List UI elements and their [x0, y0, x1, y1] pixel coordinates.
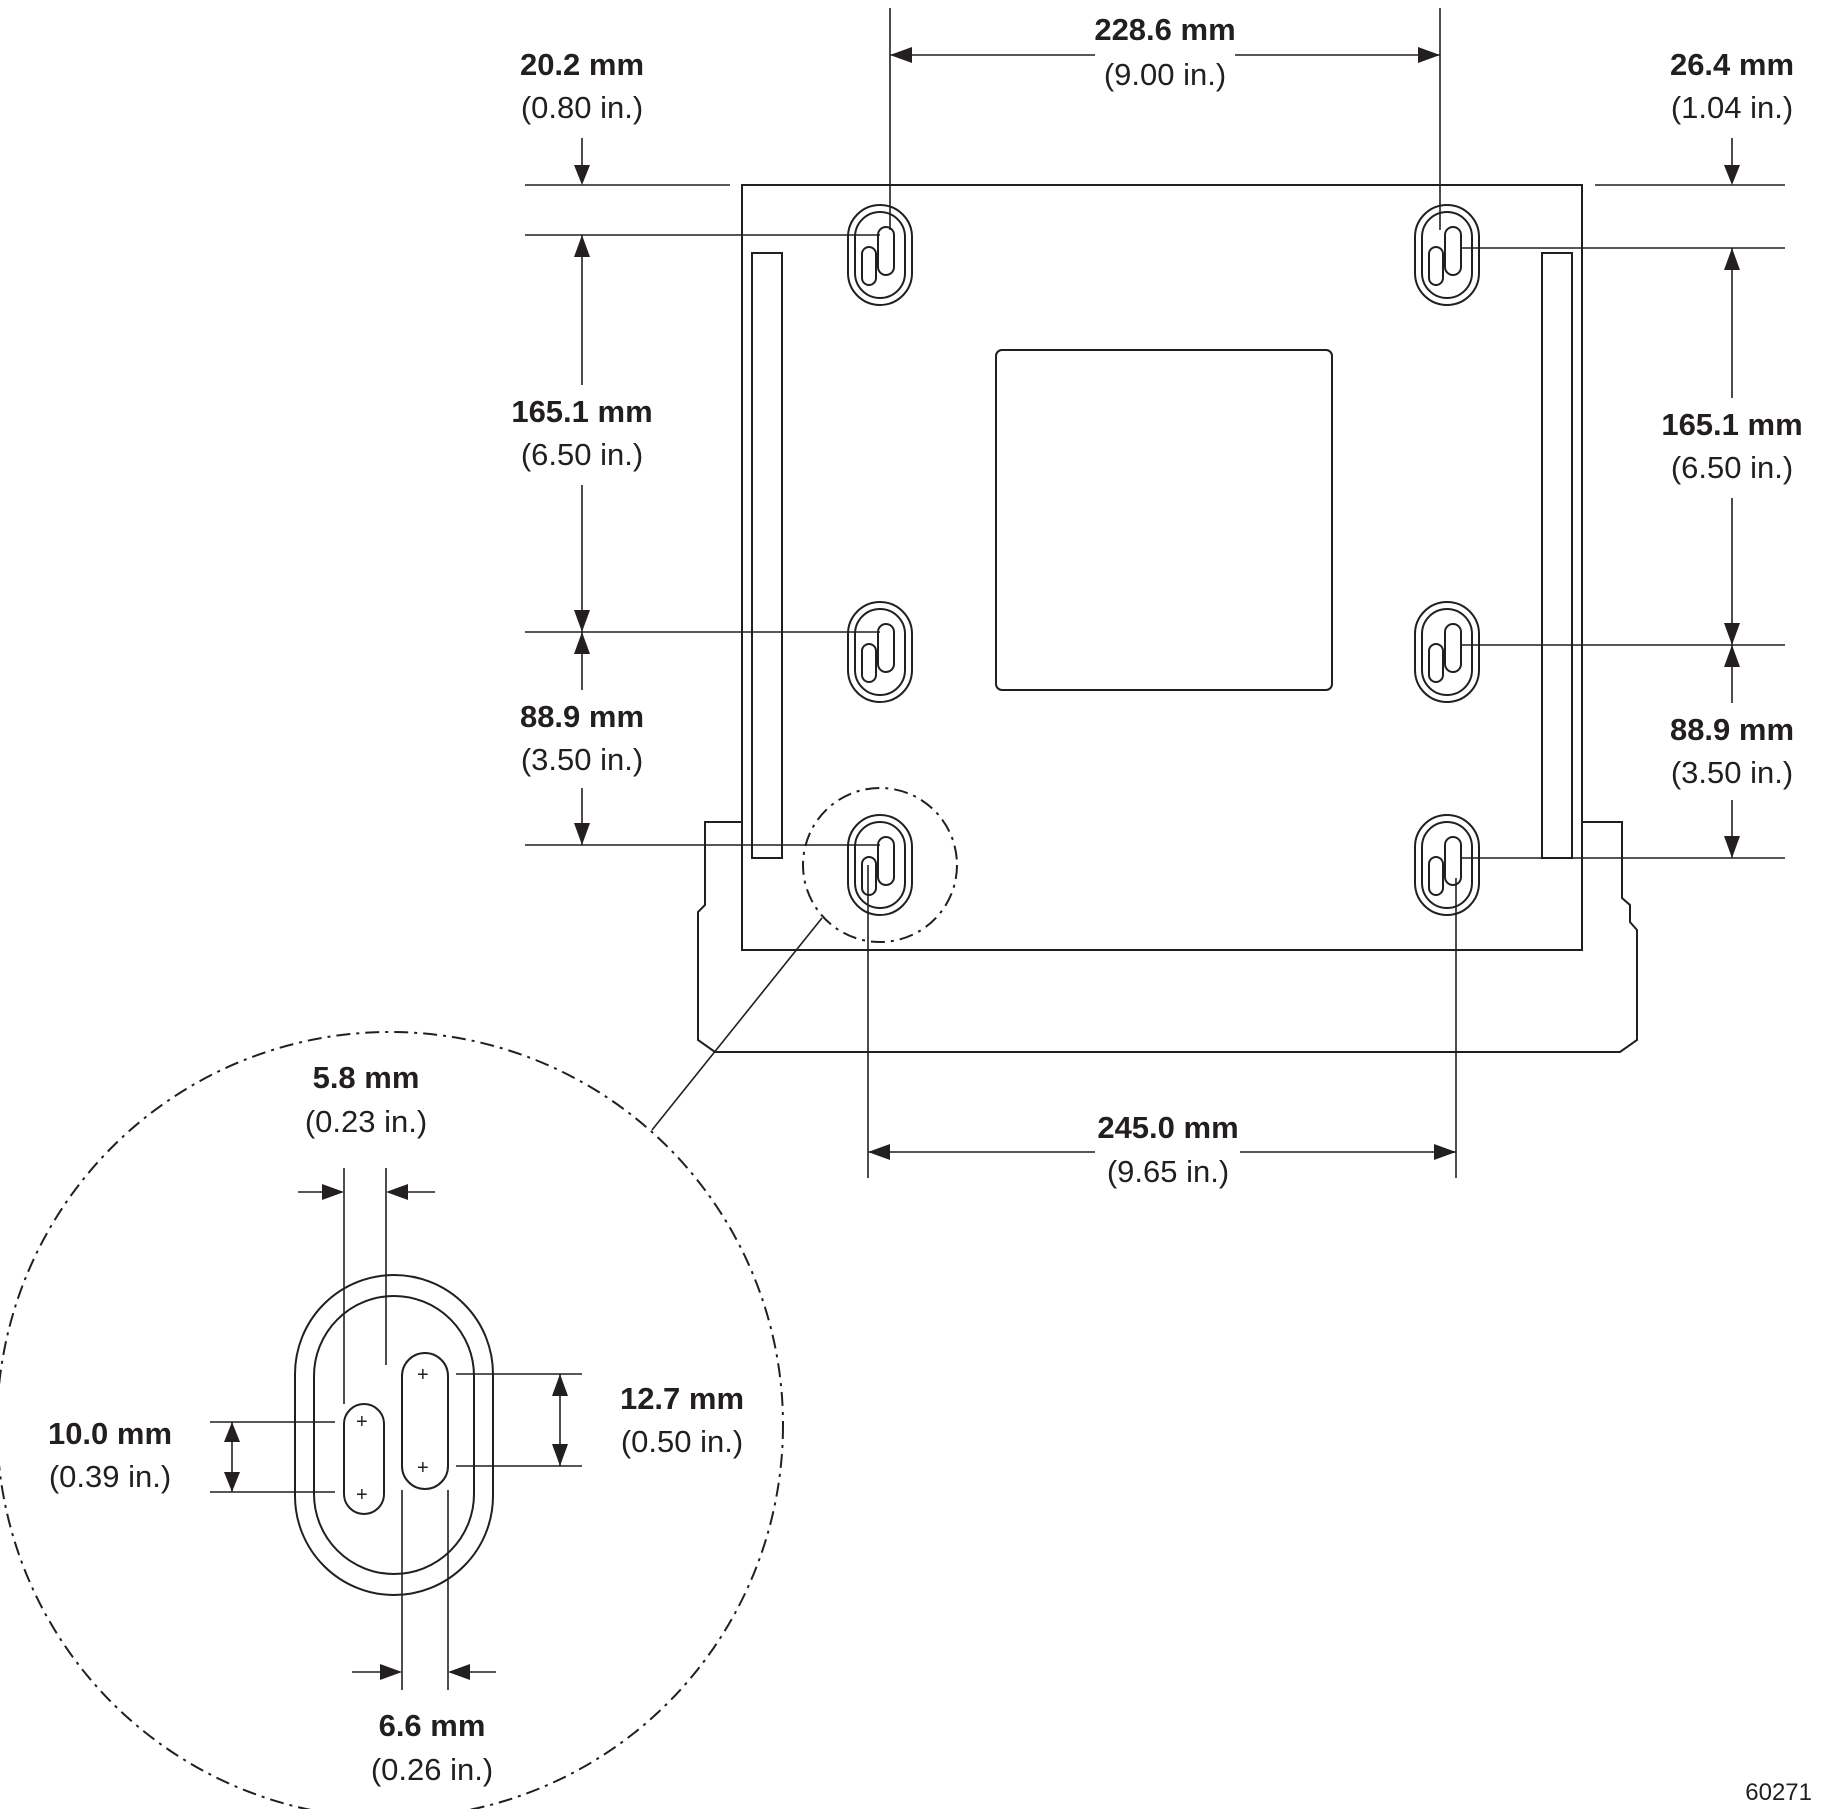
keyhole-inner — [1421, 608, 1473, 696]
keyhole-small-slot — [1428, 246, 1444, 286]
keyhole-small-slot — [861, 856, 877, 896]
top-spacing-mm: 228.6 mm — [1094, 12, 1235, 47]
right-lower-vertical-in: (3.50 in.) — [1671, 755, 1793, 790]
slot-height-b-in: (0.50 in.) — [621, 1424, 743, 1459]
detail-callout: + + + + — [0, 787, 958, 1809]
plus-mark: + — [417, 1364, 429, 1386]
bottom-spacing-in: (9.65 in.) — [1107, 1154, 1229, 1189]
keyhole-inner — [1421, 211, 1473, 299]
keyhole-large-slot — [877, 836, 895, 886]
slot-height-b-mm: 12.7 mm — [620, 1381, 744, 1416]
left-top-offset-in: (0.80 in.) — [521, 90, 643, 125]
keyhole-outer — [847, 814, 913, 916]
keyhole-inner — [1421, 821, 1473, 909]
keyhole-outer — [847, 204, 913, 306]
slot-width-b-in: (0.26 in.) — [371, 1752, 493, 1787]
detail-labels: 5.8 mm (0.23 in.) 10.0 mm (0.39 in.) 12.… — [48, 1060, 744, 1787]
keyhole-slot — [1414, 814, 1480, 916]
right-upper-vertical-in: (6.50 in.) — [1671, 450, 1793, 485]
slot-width-a-mm: 5.8 mm — [313, 1060, 420, 1095]
keyhole-inner — [854, 821, 906, 909]
right-upper-vertical-mm: 165.1 mm — [1661, 407, 1802, 442]
keyhole-slot — [847, 601, 913, 703]
bottom-spacing-mm: 245.0 mm — [1097, 1110, 1238, 1145]
figure-number: 60271 — [1745, 1779, 1812, 1806]
right-rail — [1541, 252, 1573, 859]
right-top-offset-in: (1.04 in.) — [1671, 90, 1793, 125]
left-lower-vertical-in: (3.50 in.) — [521, 742, 643, 777]
mounting-slots — [847, 204, 1480, 916]
keyhole-slot — [1414, 204, 1480, 306]
dimension-lines — [525, 8, 1785, 1178]
right-top-offset-mm: 26.4 mm — [1670, 47, 1794, 82]
keyhole-small-slot — [861, 643, 877, 683]
slot-height-a-in: (0.39 in.) — [49, 1459, 171, 1494]
base-bracket — [697, 821, 1638, 1053]
plus-mark: + — [417, 1457, 429, 1479]
top-spacing-in: (9.00 in.) — [1104, 57, 1226, 92]
left-rail — [751, 252, 783, 859]
detail-marker-circle — [802, 787, 958, 943]
left-upper-vertical-in: (6.50 in.) — [521, 437, 643, 472]
keyhole-outer — [1414, 814, 1480, 916]
mounting-plate — [697, 184, 1638, 1053]
keyhole-outer — [1414, 601, 1480, 703]
keyhole-large-slot — [1444, 623, 1462, 673]
keyhole-small-slot — [1428, 643, 1444, 683]
plus-mark: + — [356, 1411, 368, 1433]
keyhole-slot — [847, 204, 913, 306]
plate-outline — [741, 184, 1583, 951]
keyhole-inner — [854, 211, 906, 299]
center-panel — [995, 349, 1333, 691]
slot-width-b-mm: 6.6 mm — [379, 1708, 486, 1743]
slot-width-a-in: (0.23 in.) — [305, 1104, 427, 1139]
keyhole-large-slot — [877, 623, 895, 673]
left-lower-vertical-mm: 88.9 mm — [520, 699, 644, 734]
dimension-labels: 228.6 mm (9.00 in.) 20.2 mm (0.80 in.) 2… — [511, 12, 1802, 1189]
keyhole-large-slot — [1444, 836, 1462, 886]
slot-height-a-mm: 10.0 mm — [48, 1416, 172, 1451]
keyhole-outer — [1414, 204, 1480, 306]
keyhole-outer — [847, 601, 913, 703]
keyhole-small-slot — [1428, 856, 1444, 896]
plus-mark: + — [356, 1484, 368, 1506]
keyhole-large-slot — [877, 226, 895, 276]
keyhole-slot — [847, 814, 913, 916]
detail-circle — [0, 1031, 784, 1809]
detail-slot-outer — [294, 1274, 494, 1596]
keyhole-large-slot — [1444, 226, 1462, 276]
detail-slot-small — [343, 1403, 385, 1515]
detail-slot-large — [401, 1352, 449, 1490]
keyhole-small-slot — [861, 246, 877, 286]
keyhole-inner — [854, 608, 906, 696]
detail-leader-line — [651, 917, 823, 1131]
keyhole-slot — [1414, 601, 1480, 703]
left-top-offset-mm: 20.2 mm — [520, 47, 644, 82]
right-lower-vertical-mm: 88.9 mm — [1670, 712, 1794, 747]
left-upper-vertical-mm: 165.1 mm — [511, 394, 652, 429]
detail-slot-inner — [313, 1295, 475, 1575]
